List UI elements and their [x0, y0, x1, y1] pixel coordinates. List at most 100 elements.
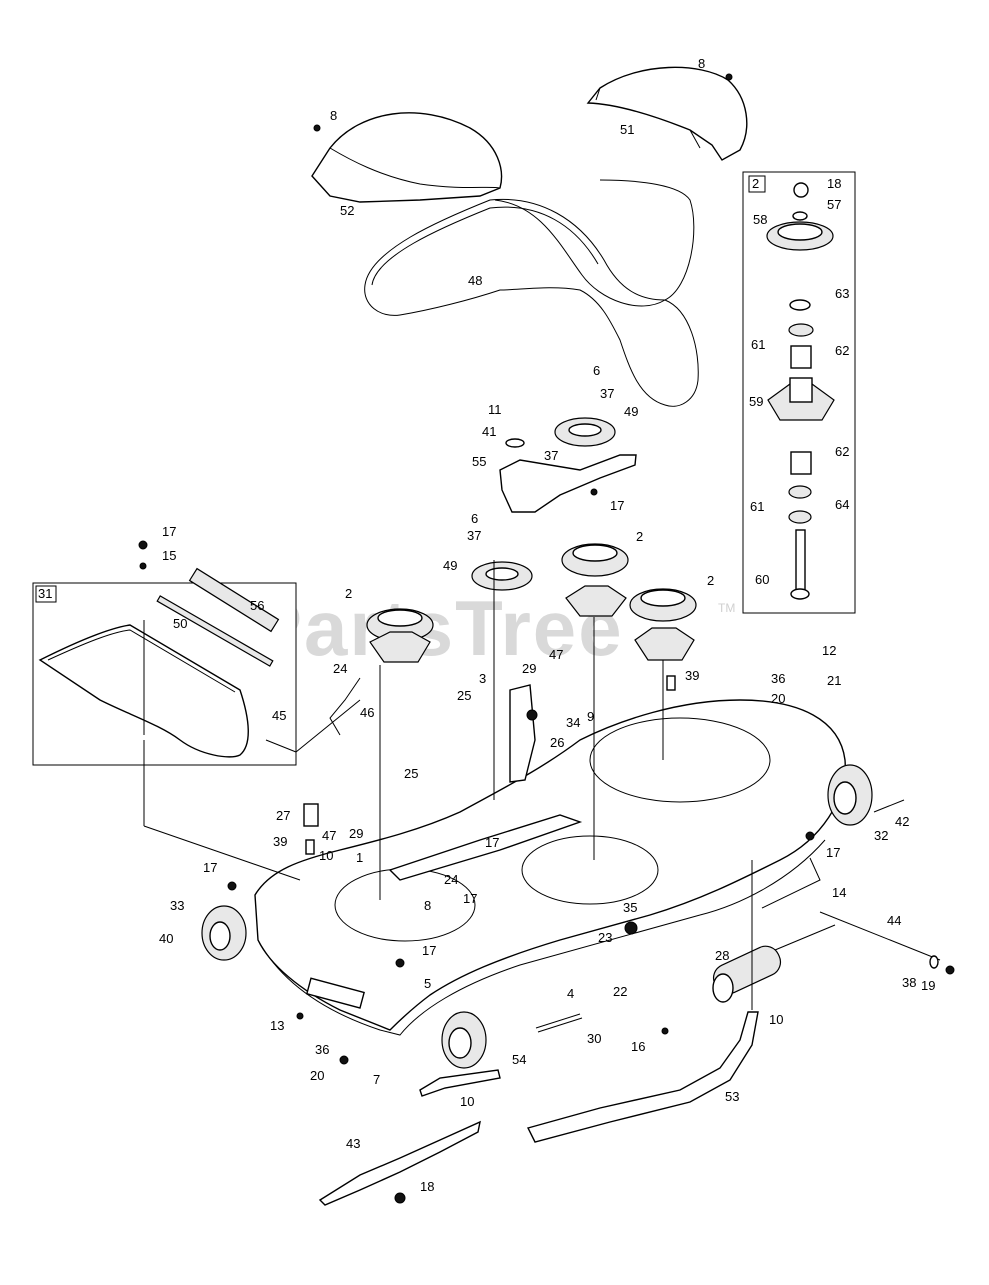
idler-arm-55: [499, 454, 637, 513]
label-17: 17: [826, 845, 840, 860]
label-2-box: 2: [752, 176, 759, 191]
label-61: 61: [751, 337, 765, 352]
rod-46: [329, 677, 361, 736]
label-37: 37: [467, 528, 481, 543]
label-58: 58: [753, 212, 767, 227]
deck-spindle-center: [561, 543, 629, 617]
gauge-wheel-front: [441, 1011, 487, 1069]
label-53: 53: [725, 1089, 739, 1104]
label-17: 17: [610, 498, 624, 513]
label-9: 9: [587, 709, 594, 724]
label-38: 38: [902, 975, 916, 990]
deck-spindle-right: [629, 588, 697, 661]
label-49: 49: [624, 404, 638, 419]
bolt-42: [873, 799, 905, 813]
label-12: 12: [822, 643, 836, 658]
spring-30: [535, 1013, 583, 1033]
label-11: 11: [488, 402, 502, 417]
label-33: 33: [170, 898, 184, 913]
label-3: 3: [479, 671, 486, 686]
label-10: 10: [769, 1012, 783, 1027]
blade-43: [318, 1120, 481, 1206]
label-37: 37: [600, 386, 614, 401]
label-8: 8: [424, 898, 431, 913]
label-19: 19: [921, 978, 935, 993]
label-61: 61: [750, 499, 764, 514]
deck-spindle-left: [366, 608, 434, 663]
label-57: 57: [827, 197, 841, 212]
label-34: 34: [566, 715, 580, 730]
label-56: 56: [250, 598, 264, 613]
label-10: 10: [319, 848, 333, 863]
rod-14: [761, 857, 821, 909]
belt-cover-52: [311, 112, 503, 203]
label-24: 24: [333, 661, 347, 676]
label-47: 47: [549, 647, 563, 662]
label-18: 18: [827, 176, 841, 191]
watermark-trademark: TM: [718, 601, 735, 615]
label-29: 29: [522, 661, 536, 676]
label-15: 15: [162, 548, 176, 563]
label-6: 6: [593, 363, 600, 378]
label-16: 16: [631, 1039, 645, 1054]
label-44: 44: [887, 913, 901, 928]
label-47: 47: [322, 828, 336, 843]
label-41: 41: [482, 424, 496, 439]
label-29: 29: [349, 826, 363, 841]
label-4: 4: [567, 986, 574, 1001]
label-2: 2: [636, 529, 643, 544]
label-10: 10: [460, 1094, 474, 1109]
label-2: 2: [707, 573, 714, 588]
label-39: 39: [273, 834, 287, 849]
leader-lines: [143, 560, 836, 1010]
label-17: 17: [463, 891, 477, 906]
label-62: 62: [835, 343, 849, 358]
label-21: 21: [827, 673, 841, 688]
label-35: 35: [623, 900, 637, 915]
label-60: 60: [755, 572, 769, 587]
label-62: 62: [835, 444, 849, 459]
baffle-53: [526, 1011, 759, 1143]
baffle-54: [419, 1069, 501, 1097]
label-14: 14: [832, 885, 846, 900]
label-54: 54: [512, 1052, 526, 1067]
label-20: 20: [771, 691, 785, 706]
callout-labels: 8 8 51 52 2 18 57 58 63 61 62 59 62 61 6…: [38, 56, 935, 1194]
label-31: 31: [38, 586, 52, 601]
label-45: 45: [272, 708, 286, 723]
label-39: 39: [685, 668, 699, 683]
label-64: 64: [835, 497, 849, 512]
label-46: 46: [360, 705, 374, 720]
label-55: 55: [472, 454, 486, 469]
bracket-3: [509, 684, 536, 783]
watermark: PartsTree: [250, 584, 624, 672]
label-13: 13: [270, 1018, 284, 1033]
label-36: 36: [771, 671, 785, 686]
label-25: 25: [404, 766, 418, 781]
hardware-bolts: [138, 73, 955, 1204]
label-26: 26: [550, 735, 564, 750]
label-43: 43: [346, 1136, 360, 1151]
label-37: 37: [544, 448, 558, 463]
label-36: 36: [315, 1042, 329, 1057]
lift-rod-44: [819, 911, 941, 961]
label-59: 59: [749, 394, 763, 409]
label-2: 2: [345, 586, 352, 601]
label-1: 1: [356, 850, 363, 865]
label-5: 5: [424, 976, 431, 991]
label-32: 32: [874, 828, 888, 843]
label-30: 30: [587, 1031, 601, 1046]
label-6: 6: [471, 511, 478, 526]
label-8: 8: [330, 108, 337, 123]
label-18: 18: [420, 1179, 434, 1194]
label-27: 27: [276, 808, 290, 823]
label-25: 25: [457, 688, 471, 703]
label-17: 17: [162, 524, 176, 539]
label-49: 49: [443, 558, 457, 573]
label-28: 28: [715, 948, 729, 963]
deflector-assembly-box: [32, 567, 297, 766]
label-52: 52: [340, 203, 354, 218]
label-24: 24: [444, 872, 458, 887]
label-40: 40: [159, 931, 173, 946]
